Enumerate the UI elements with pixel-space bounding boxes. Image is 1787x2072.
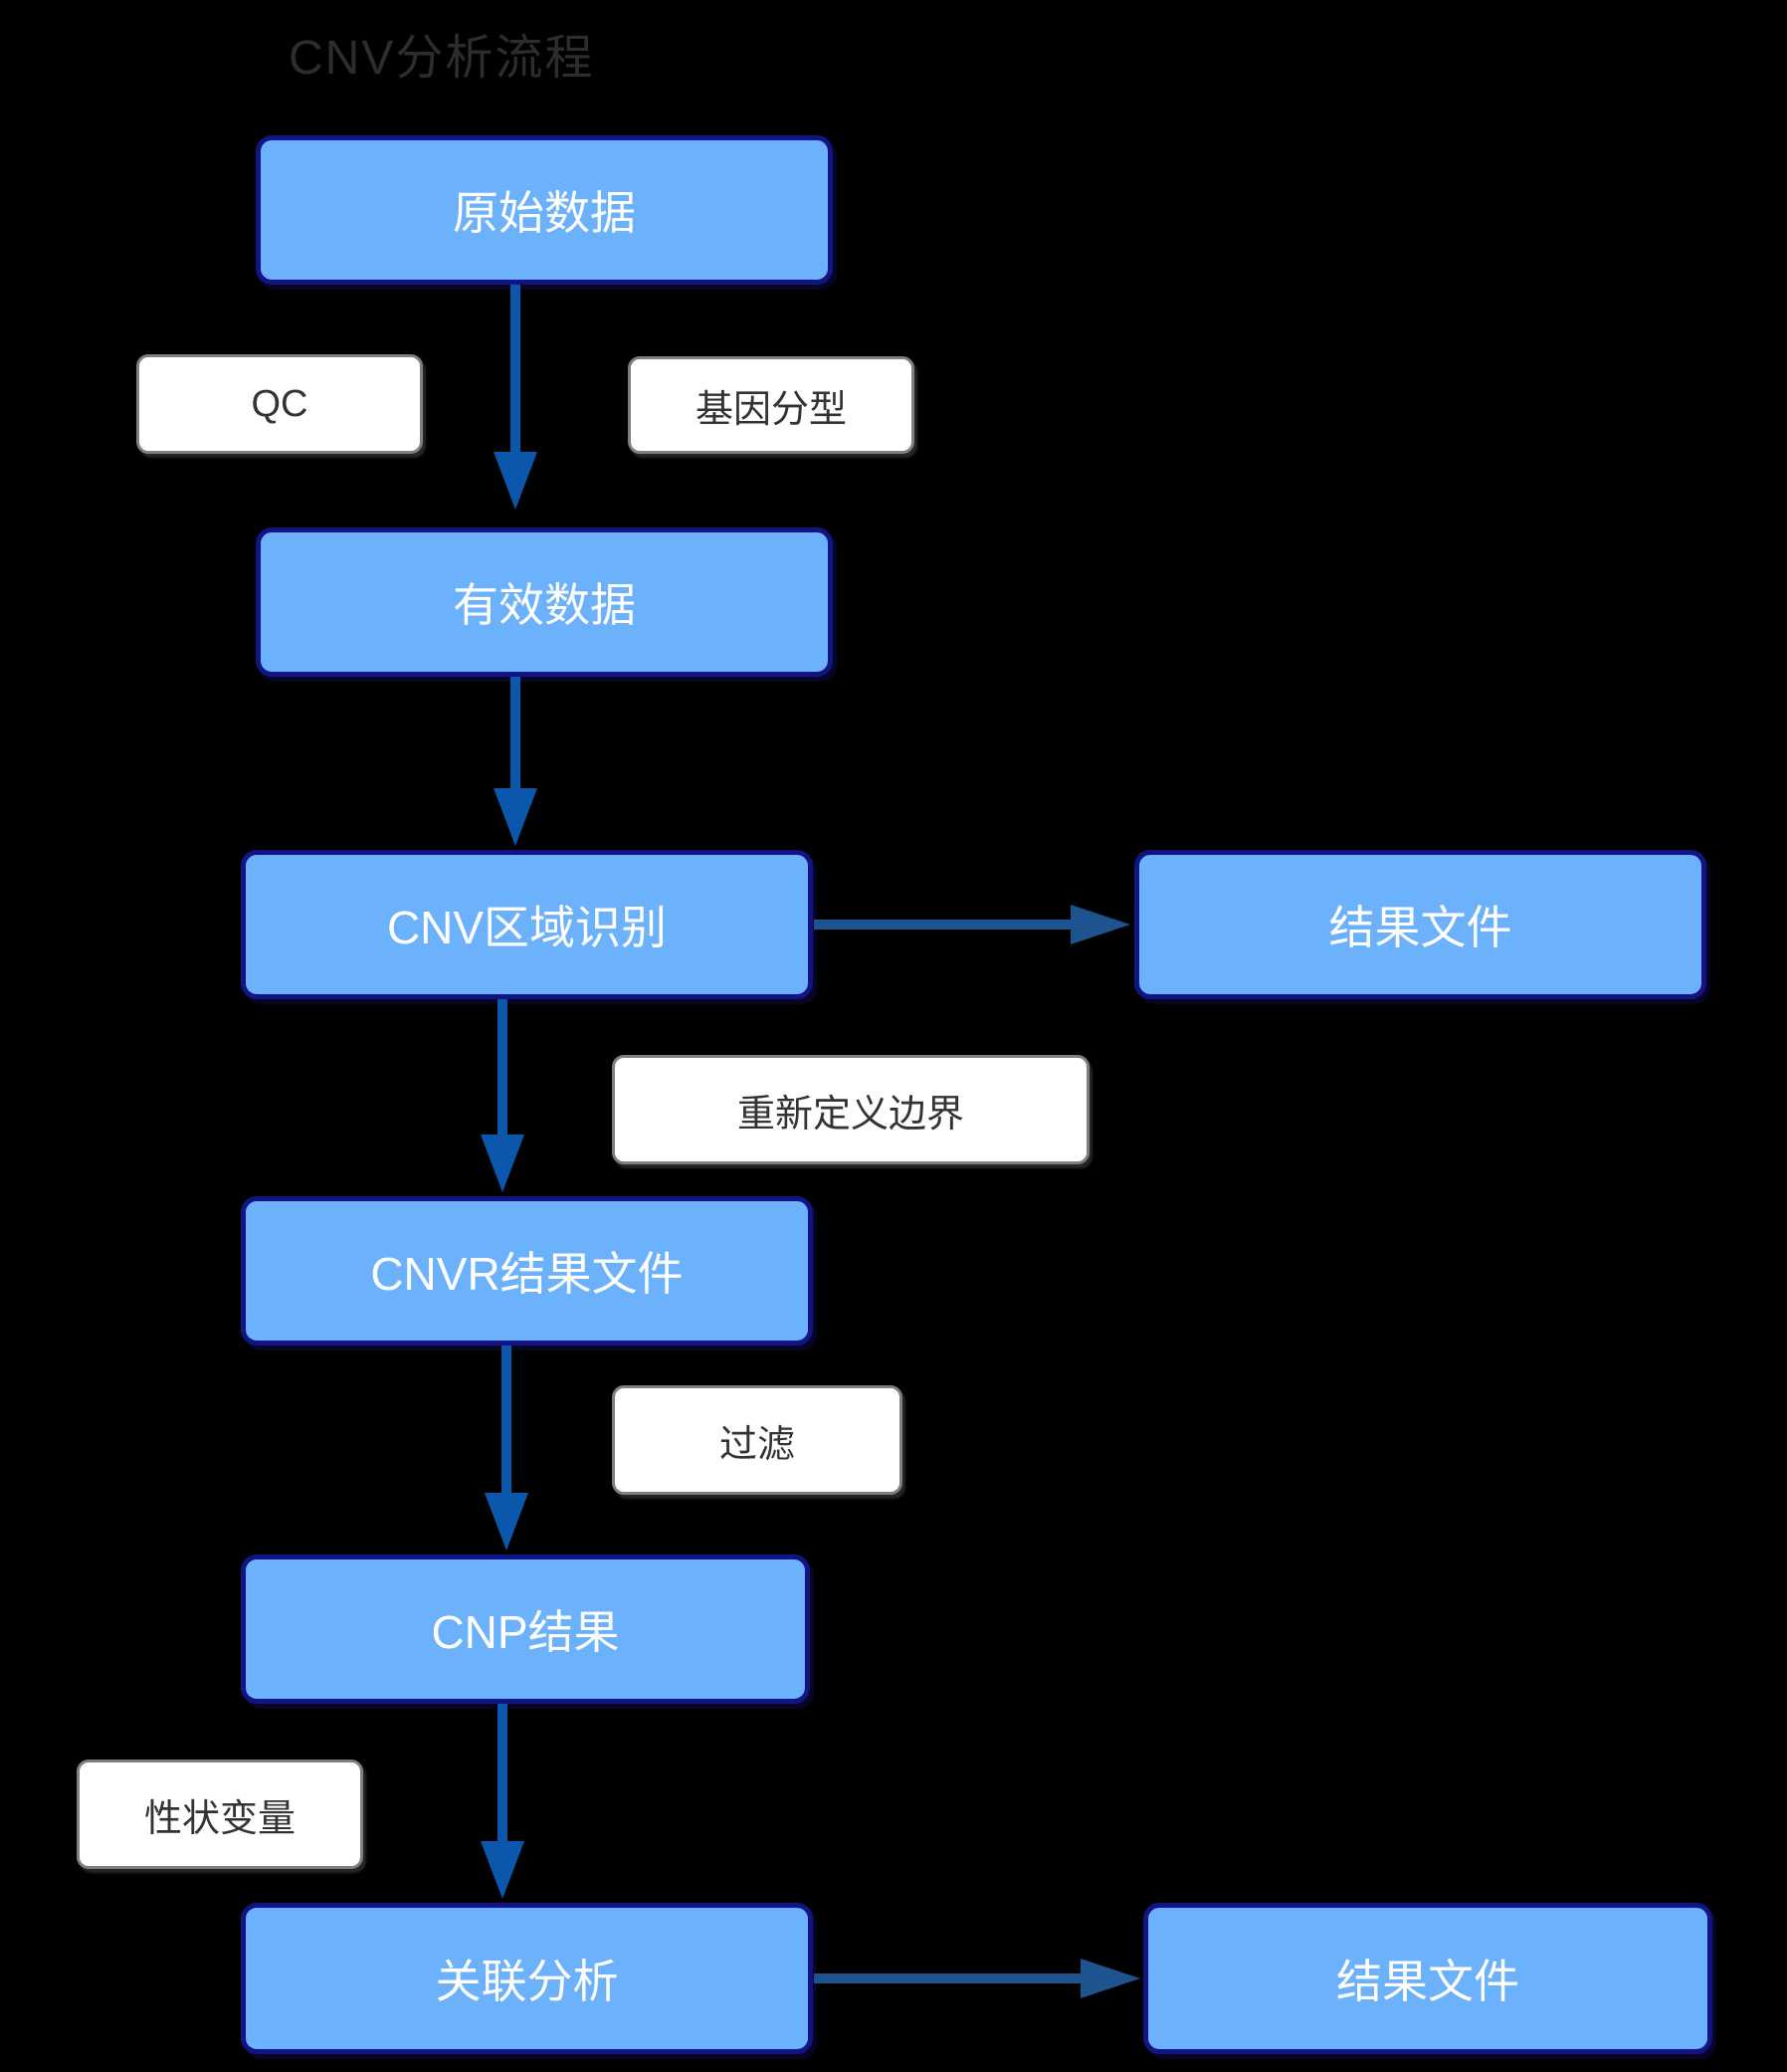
node-cnvr-result: CNVR结果文件 [241,1196,813,1346]
node-association: 关联分析 [241,1903,813,2054]
edge-label-redefine-boundary: 重新定义边界 [612,1055,1090,1164]
arrow-down-icon [481,1841,524,1899]
edge-label-trait-variable: 性状变量 [77,1760,363,1869]
diagram-title: CNV分析流程 [289,32,595,85]
arrow-right-icon [1081,1959,1140,1998]
node-result-file-2: 结果文件 [1143,1903,1712,2054]
arrow-down-icon [494,788,537,846]
arrow-association-to-result-shaft [814,1973,1083,1983]
node-cnv-region: CNV区域识别 [241,850,813,999]
arrow-down-icon [494,452,537,510]
arrow-cnp-to-association-shaft [497,1704,507,1843]
edge-label-filter: 过滤 [612,1385,902,1495]
arrow-cnvr-to-cnp-shaft [501,1346,511,1495]
arrow-cnvregion-to-result-shaft [814,920,1073,930]
arrow-down-icon [481,1135,524,1192]
node-raw-data: 原始数据 [256,135,833,285]
arrow-right-icon [1071,905,1130,944]
arrow-valid-to-cnvregion-shaft [510,677,520,790]
node-valid-data: 有效数据 [256,527,833,677]
edge-label-genotyping: 基因分型 [628,356,914,454]
arrow-down-icon [485,1493,528,1551]
node-cnp-result: CNP结果 [241,1554,810,1704]
arrow-raw-to-valid-shaft [510,285,520,454]
node-result-file-1: 结果文件 [1134,850,1706,999]
arrow-cnvregion-to-cnvr-shaft [497,999,507,1137]
edge-label-qc: QC [136,354,423,454]
